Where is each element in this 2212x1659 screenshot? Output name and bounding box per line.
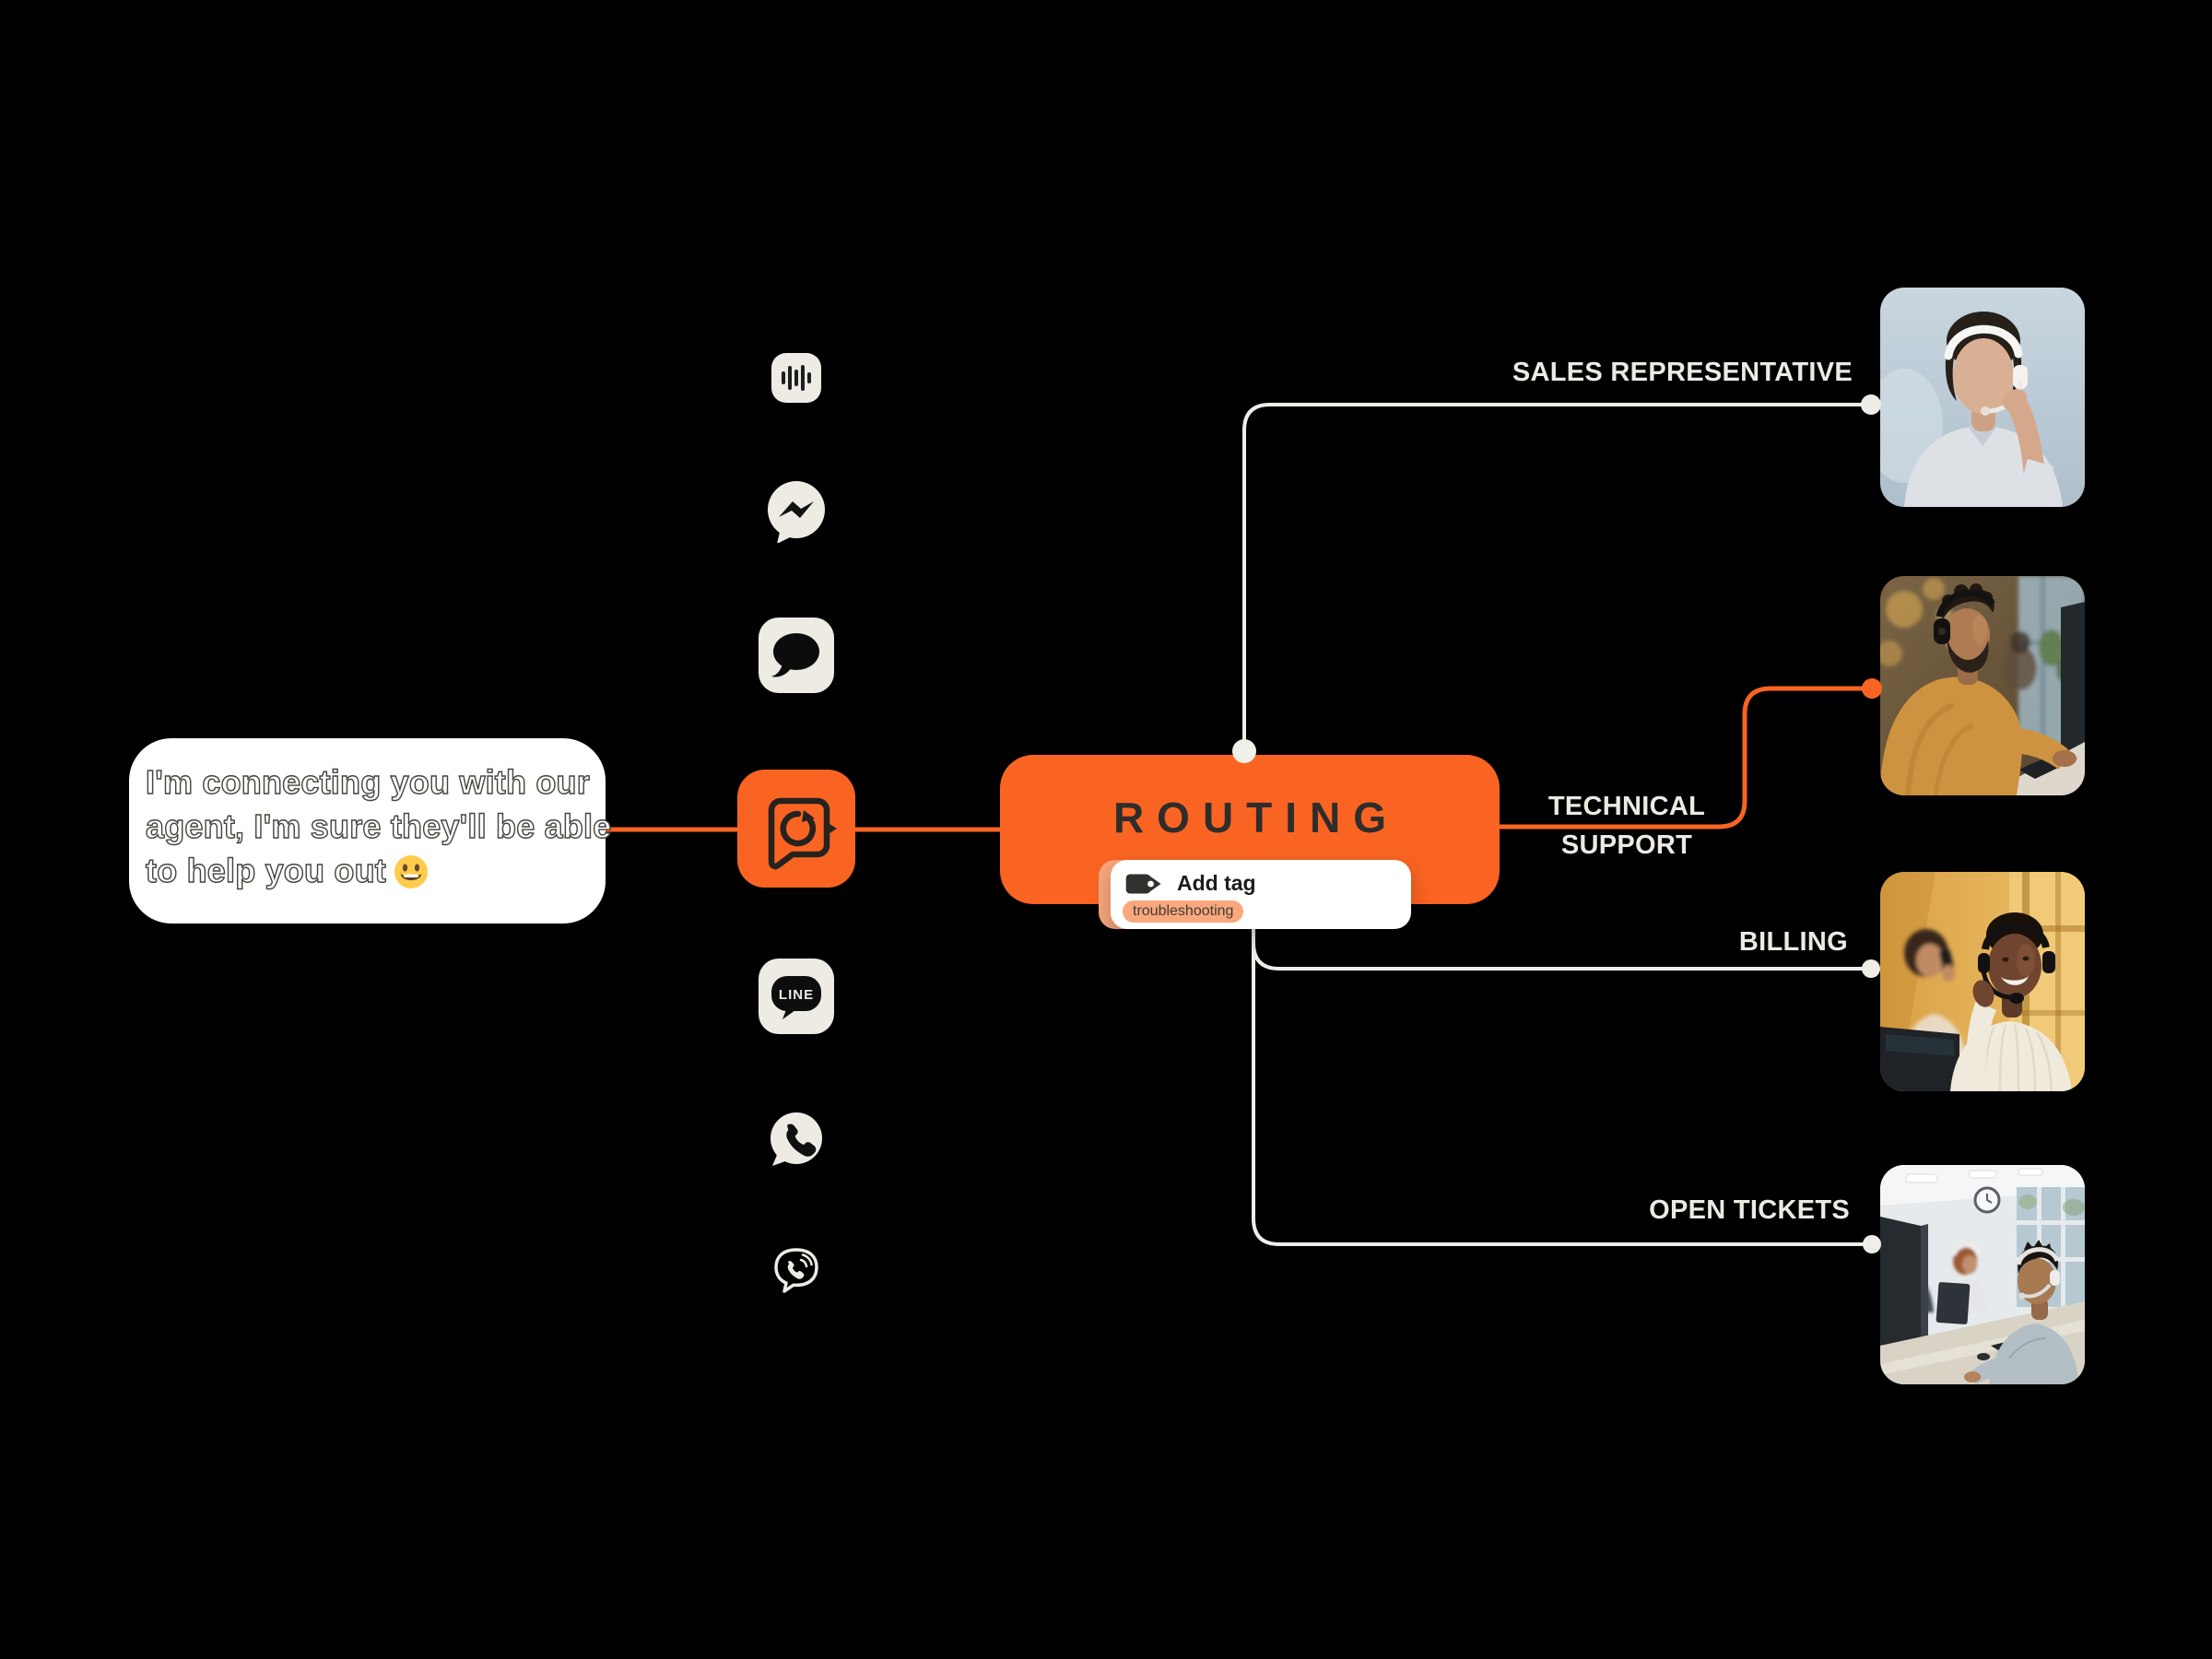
chat-line-3: to help you out bbox=[145, 851, 386, 889]
chat-line-2: agent, I'm sure they'll be able bbox=[145, 806, 612, 845]
routing-title: ROUTING bbox=[1112, 794, 1400, 841]
troubleshooting-tag-pill: troubleshooting bbox=[1123, 900, 1244, 923]
tag-icon bbox=[1125, 873, 1161, 894]
viber-channel-icon bbox=[771, 1244, 822, 1300]
routing-connector-dot bbox=[1232, 739, 1256, 763]
chat-bubble-text: I'm connecting you with our agent, I'm s… bbox=[145, 760, 612, 893]
photo-billing bbox=[1880, 872, 2085, 1091]
grinning-face-emoji bbox=[394, 855, 428, 888]
photo-open-tickets bbox=[1880, 1165, 2085, 1384]
photo-sales-representative bbox=[1880, 288, 2085, 507]
whatsapp-channel-icon bbox=[768, 1111, 825, 1172]
photo-technical-support bbox=[1880, 576, 2085, 795]
chat-line-1: I'm connecting you with our bbox=[145, 762, 590, 801]
label-sales-representative: SALES REPRESENTATIVE bbox=[1512, 358, 1853, 387]
line-logo-text: LINE bbox=[779, 987, 814, 1003]
label-billing: BILLING bbox=[1738, 927, 1848, 957]
messenger-channel-icon bbox=[765, 480, 828, 547]
label-open-tickets: OPEN TICKETS bbox=[1649, 1195, 1850, 1225]
routing-node: ROUTING bbox=[1000, 755, 1500, 904]
add-tag-card: Add tag troubleshooting bbox=[1111, 860, 1411, 929]
add-tag-label: Add tag bbox=[1177, 871, 1256, 895]
voice-channel-icon bbox=[771, 353, 821, 407]
customer-chat-bubble: I'm connecting you with our agent, I'm s… bbox=[129, 738, 612, 924]
livechat-routing-icon bbox=[737, 770, 855, 892]
imessage-channel-icon bbox=[759, 618, 834, 698]
label-technical-support: TECHNICAL SUPPORT bbox=[1547, 792, 1706, 860]
line-channel-icon: LINE bbox=[759, 959, 834, 1039]
